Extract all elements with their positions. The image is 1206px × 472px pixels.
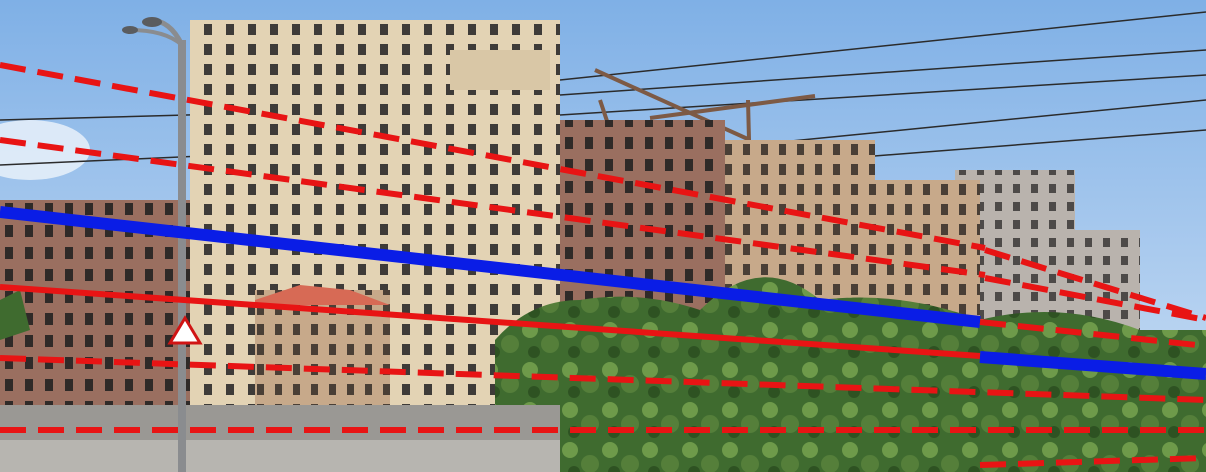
red-dashed-line-3 (0, 355, 1206, 403)
blue-solid-segment (979, 351, 1206, 380)
stone-wall (0, 405, 560, 445)
trees-left-edge (0, 290, 30, 340)
pink-building-roof (255, 285, 390, 305)
building-far-right (1075, 230, 1140, 330)
red-solid-line (0, 284, 981, 359)
blue-solid-line (0, 206, 981, 328)
street-lamp (122, 17, 186, 472)
red-dashed-line-2 (0, 137, 986, 278)
cloud (0, 120, 90, 180)
road-sign (167, 315, 203, 345)
road (0, 440, 560, 472)
building-tower-top (450, 50, 550, 90)
overlay-lines (0, 62, 1206, 468)
red-dashed-line-1 (0, 62, 986, 251)
building-tan-right (875, 180, 980, 320)
red-dashed-line-1b (984, 247, 1206, 321)
